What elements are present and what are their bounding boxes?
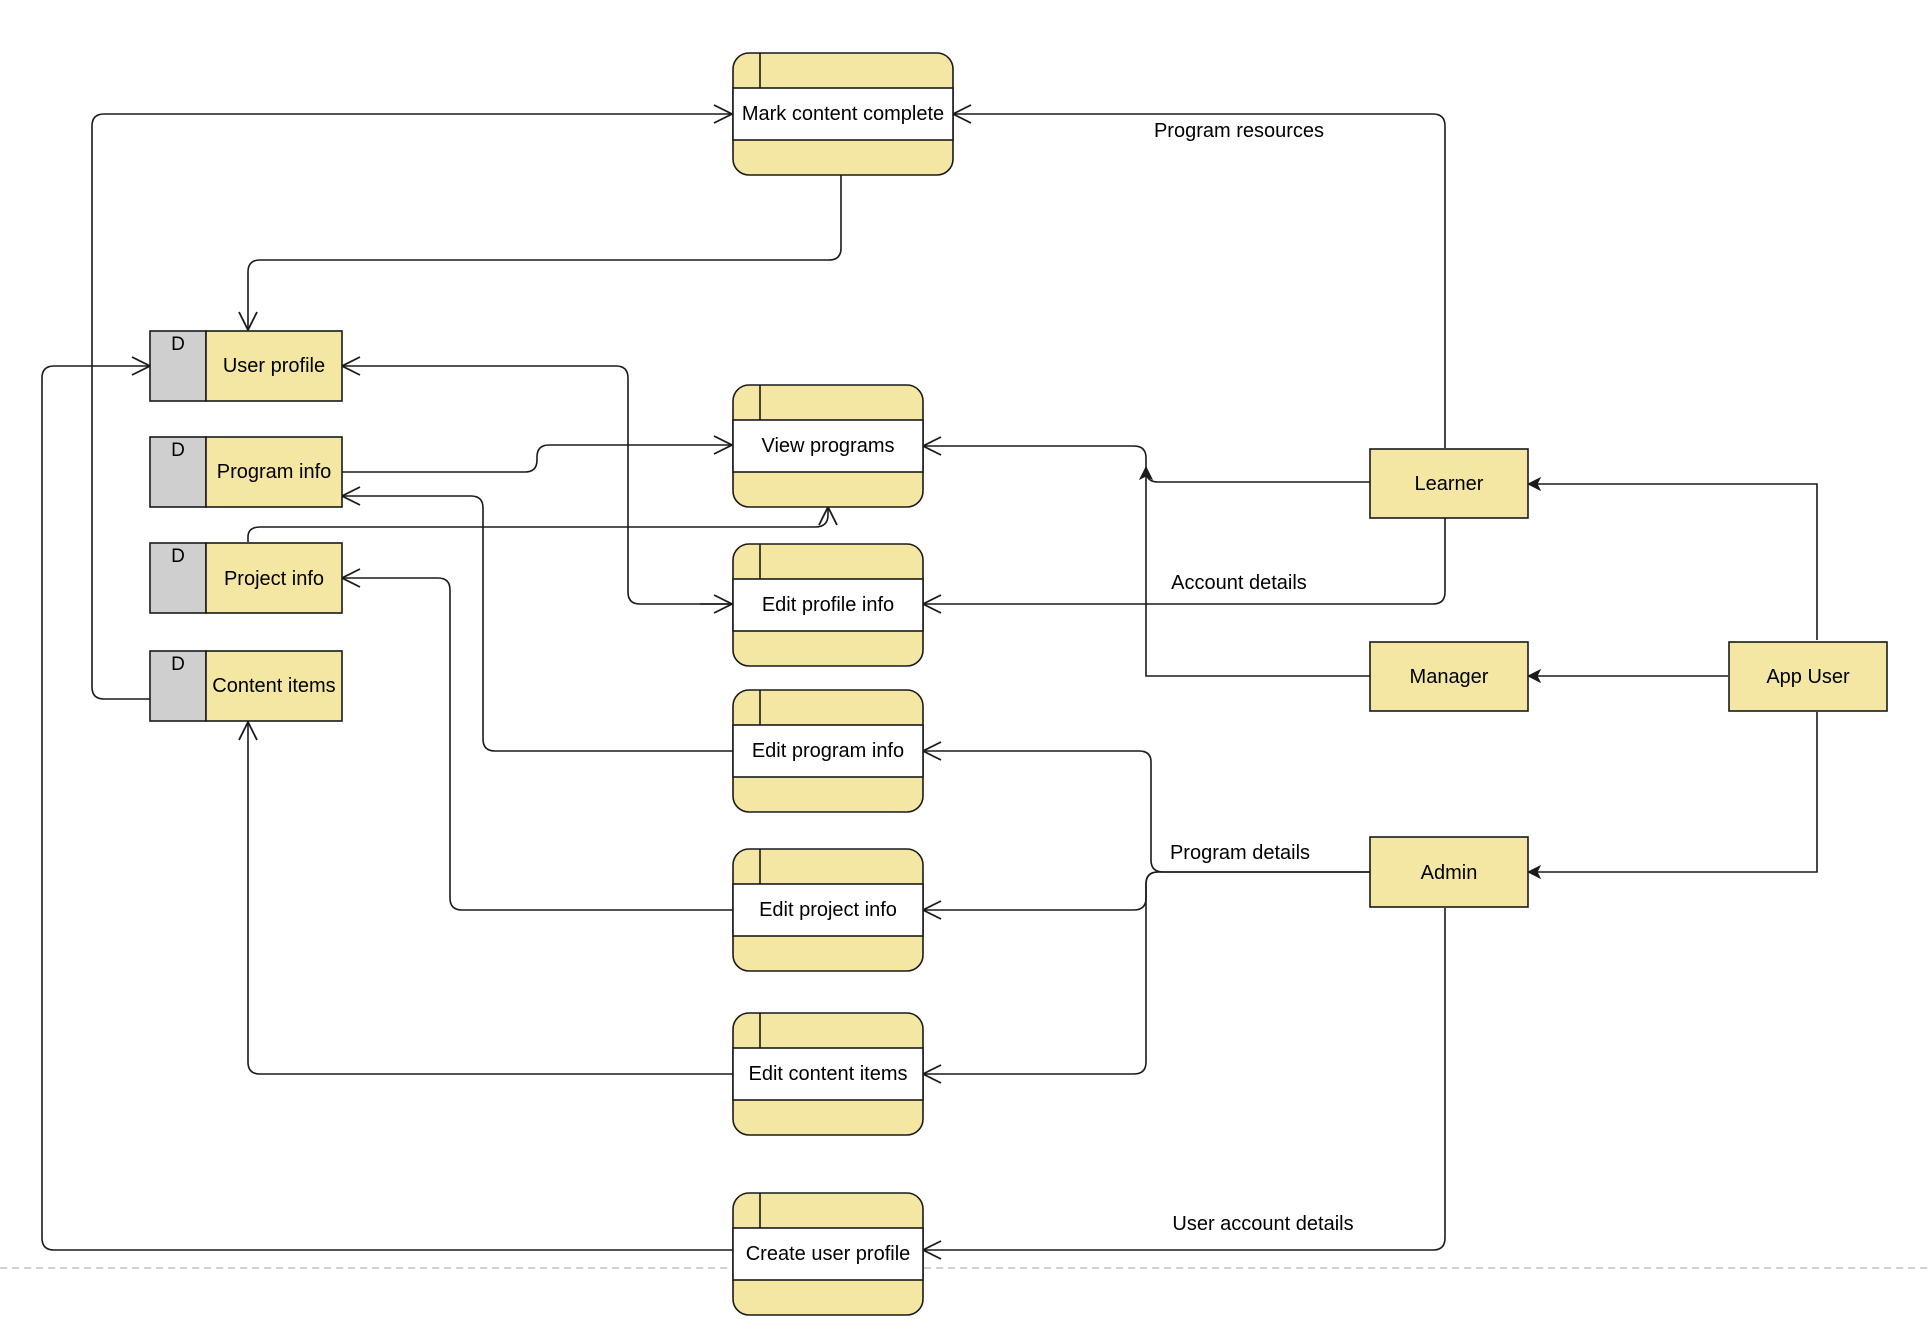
process-create-user-profile[interactable]: Create user profile	[732, 1192, 924, 1316]
entity-label: Learner	[1415, 473, 1484, 495]
datastore-content-items[interactable]: D Content items	[149, 650, 343, 722]
process-edit-program-info[interactable]: Edit program info	[732, 689, 924, 813]
flow-label-program-resources: Program resources	[1154, 120, 1324, 142]
flow-manager-to-view	[1146, 467, 1370, 677]
entity-app-user[interactable]: App User	[1728, 641, 1888, 712]
process-mark-content-complete[interactable]: Mark content complete	[732, 52, 954, 176]
flow-lines	[41, 114, 1818, 1251]
flow-appuser-to-learner	[1528, 484, 1818, 640]
flow-label-account-details: Account details	[1171, 572, 1307, 594]
flow-editcontent-to-contentitems	[248, 722, 733, 1075]
datastore-id: D	[171, 334, 185, 355]
process-label: Edit profile info	[762, 594, 894, 616]
datastore-label: User profile	[223, 355, 325, 377]
entity-label: Manager	[1410, 666, 1489, 688]
flow-learner-to-view	[923, 446, 1370, 483]
process-edit-content-items[interactable]: Edit content items	[732, 1012, 924, 1136]
flow-learner-to-mark	[953, 114, 1446, 448]
datastore-project-info[interactable]: D Project info	[149, 542, 343, 614]
datastore-id: D	[171, 546, 185, 567]
process-label: Edit program info	[752, 740, 904, 762]
process-label: View programs	[761, 435, 894, 457]
flow-contentitems-to-mark	[91, 114, 732, 700]
process-label: Mark content complete	[742, 103, 944, 125]
flow-label-program-details: Program details	[1170, 842, 1310, 864]
entity-learner[interactable]: Learner	[1369, 448, 1529, 519]
datastore-user-profile[interactable]: D User profile	[149, 330, 343, 402]
datastore-label: Content items	[212, 675, 335, 697]
entity-admin[interactable]: Admin	[1369, 836, 1529, 908]
flow-learner-to-editprofile	[923, 518, 1446, 604]
flow-programinfo-to-view	[342, 445, 732, 473]
process-label: Edit project info	[759, 899, 897, 921]
entity-label: App User	[1766, 666, 1850, 688]
entity-label: Admin	[1421, 862, 1478, 884]
process-edit-project-info[interactable]: Edit project info	[732, 848, 924, 972]
datastore-id: D	[171, 654, 185, 675]
process-view-programs[interactable]: View programs	[732, 384, 924, 508]
flow-admin-to-createuser	[923, 908, 1446, 1250]
process-label: Create user profile	[746, 1243, 911, 1265]
datastore-label: Project info	[224, 568, 324, 590]
flow-projectinfo-to-view	[247, 507, 828, 542]
flow-editprogram-to-programinfo	[342, 496, 733, 752]
process-edit-profile-info[interactable]: Edit profile info	[732, 543, 924, 667]
entity-manager[interactable]: Manager	[1369, 641, 1529, 712]
flow-mark-to-userprofile	[248, 175, 842, 330]
flow-label-user-account-details: User account details	[1172, 1213, 1353, 1235]
flow-appuser-to-admin	[1528, 712, 1818, 872]
flow-createuser-to-userprofile	[41, 366, 733, 1251]
datastore-id: D	[171, 440, 185, 461]
flow-userprofile-editprofile	[342, 366, 733, 605]
datastore-label: Program info	[217, 461, 332, 483]
datastore-program-info[interactable]: D Program info	[149, 436, 343, 508]
flow-labels: Program resources Account details Progra…	[1154, 120, 1354, 1235]
flow-admin-to-editcontent	[923, 871, 1159, 1074]
flow-editproject-to-projectinfo	[342, 578, 733, 911]
process-label: Edit content items	[749, 1063, 908, 1085]
